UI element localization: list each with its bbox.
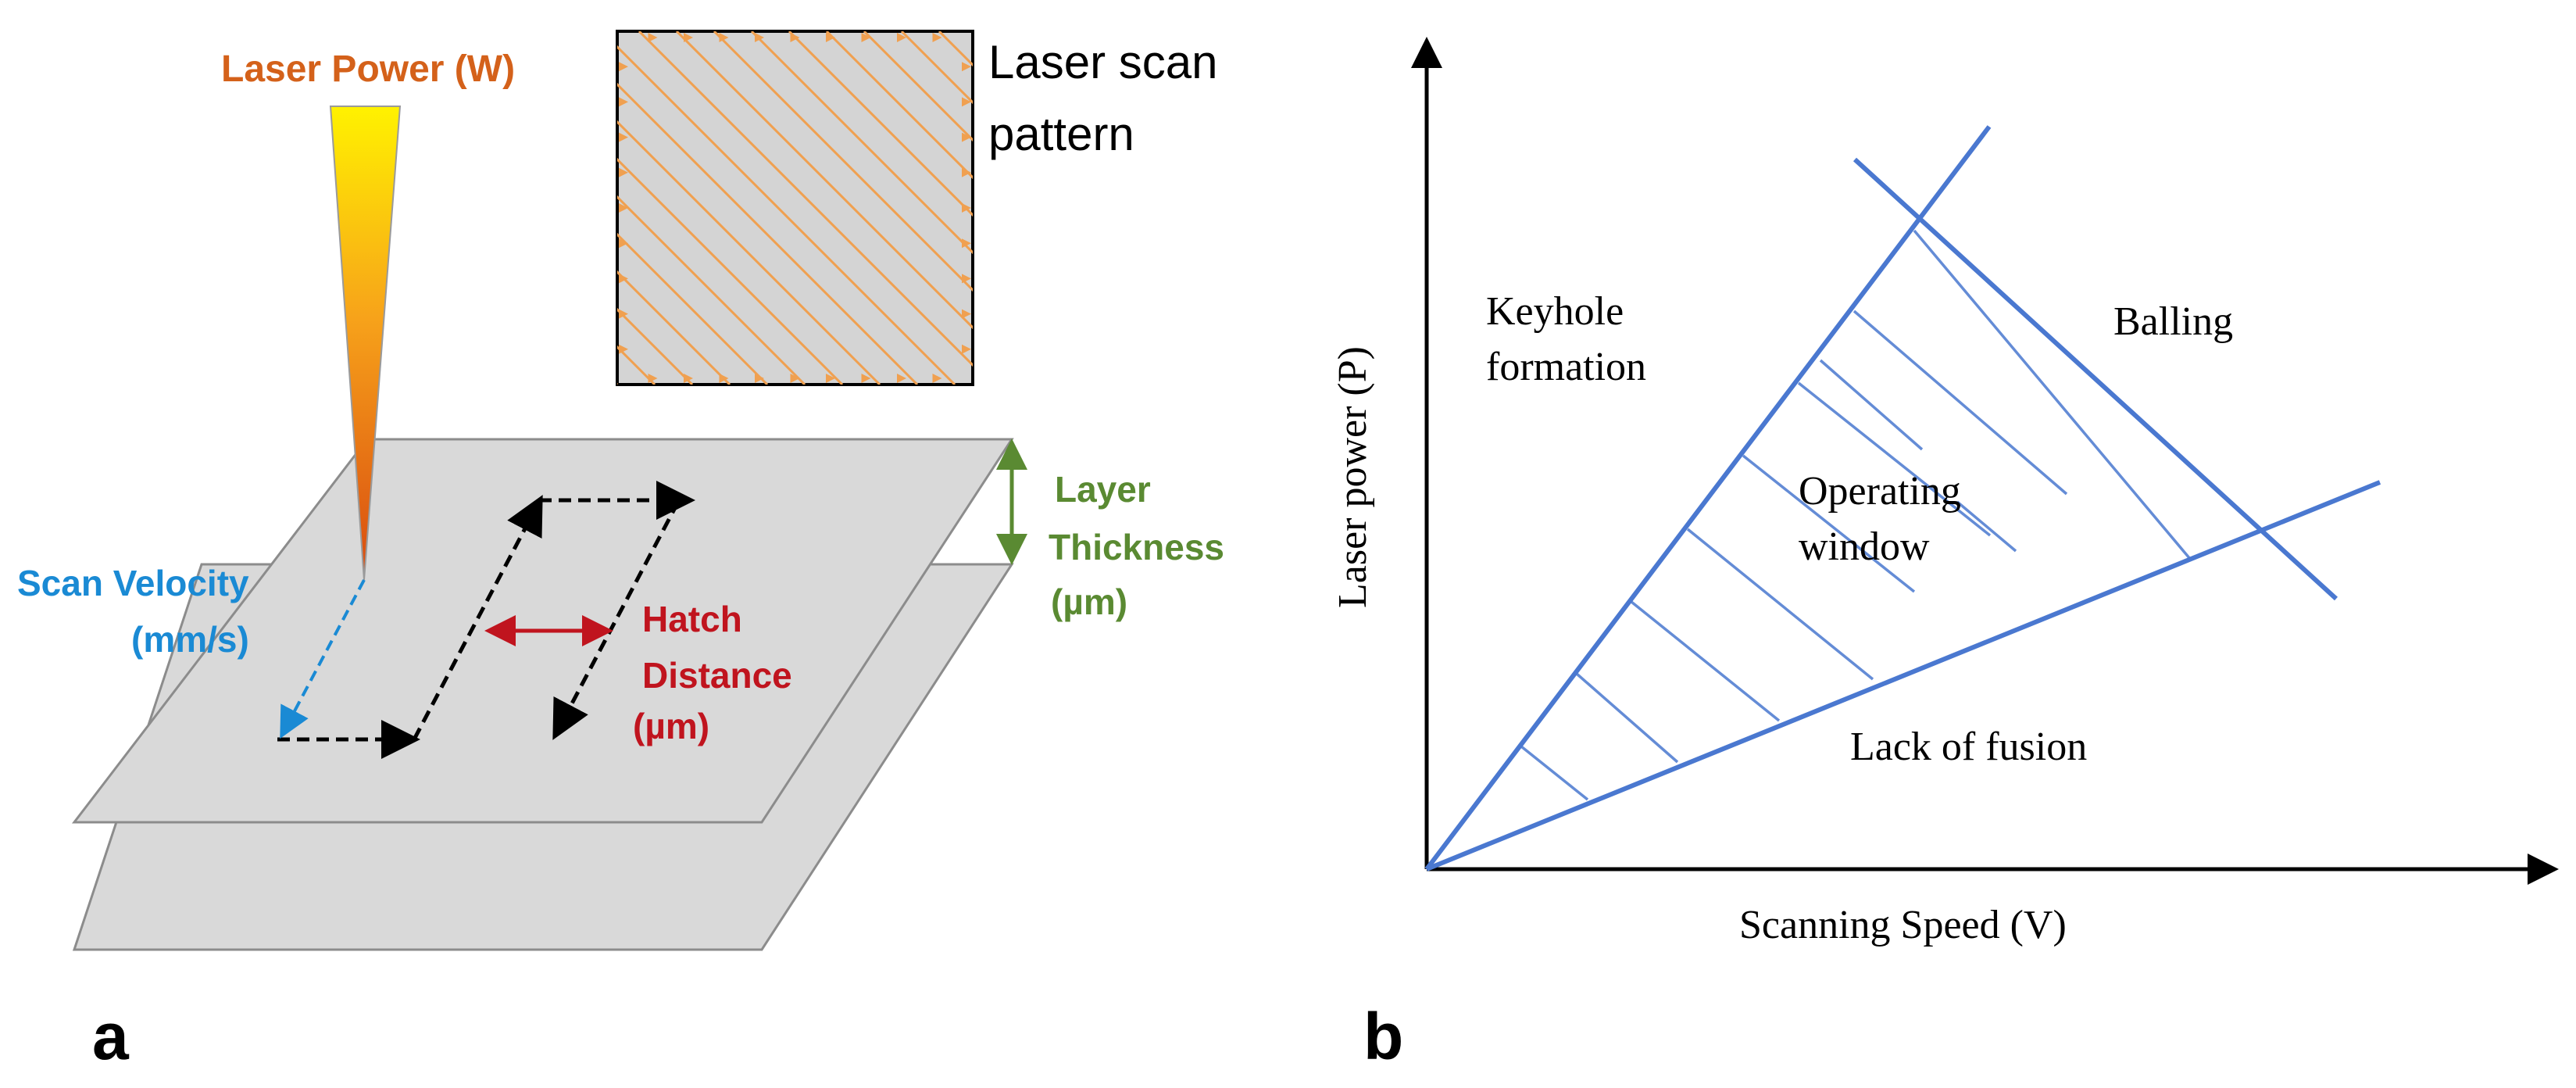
operating-window-hatch-line <box>1520 745 1589 801</box>
scan-pattern-tick <box>648 33 658 42</box>
operating-window-hatch-line <box>1819 359 1924 451</box>
balling-label: Balling <box>2113 299 2233 344</box>
x-axis-label: Scanning Speed (V) <box>1739 903 2067 947</box>
scan-pattern-line <box>675 31 973 330</box>
laser-beam <box>329 106 402 581</box>
balling-boundary <box>1853 157 2338 601</box>
scan-pattern-tick <box>962 62 971 72</box>
scan-pattern-tick <box>962 132 971 142</box>
scan-pattern-line <box>750 31 973 255</box>
scan-pattern-line <box>617 232 769 385</box>
scan-pattern-tick <box>962 238 971 249</box>
panel-a-label: a <box>92 1000 130 1073</box>
operating-window-hatch-line <box>1797 381 1992 537</box>
scan-pattern-tick <box>861 374 871 383</box>
operating-window-hatch-line <box>1956 500 2017 553</box>
scan-pattern-tick <box>684 374 693 383</box>
operating-window-hatch <box>1520 229 2192 801</box>
operating-window-label: Operating window <box>1799 469 1971 569</box>
boundary-lines <box>1424 125 2381 871</box>
scan-pattern-tick <box>962 203 971 213</box>
scan-pattern-tick <box>932 374 942 383</box>
scan-pattern-tick <box>719 33 729 42</box>
scan-pattern-tick <box>755 374 764 383</box>
scan-pattern-tick <box>861 33 871 42</box>
scan-pattern-line <box>617 45 956 385</box>
scan-pattern-line <box>617 307 694 385</box>
scan-pattern-tick <box>619 274 628 284</box>
scan-pattern-tick <box>962 309 971 319</box>
scan-pattern-square <box>616 30 974 386</box>
scan-pattern-line <box>617 82 919 385</box>
scan-pattern-tick <box>826 33 835 42</box>
scan-path <box>277 481 695 759</box>
laser-power-label: Laser Power (W) <box>221 48 515 90</box>
scan-pattern-tick <box>619 309 628 319</box>
scan-pattern-tick <box>755 33 764 42</box>
keyhole-formation-label: Keyhole formation <box>1486 289 1646 389</box>
keyhole-boundary <box>1424 125 1992 871</box>
scan-pattern-line <box>617 120 881 385</box>
scan-pattern-tick <box>932 33 942 42</box>
scan-pattern-tick <box>619 238 628 249</box>
scan-pattern-tick <box>719 374 729 383</box>
scan-pattern-tick <box>790 374 800 383</box>
scan-pattern-line <box>825 31 973 180</box>
scan-pattern-tick <box>684 33 693 42</box>
scan-velocity-arrow <box>280 579 366 739</box>
scan-pattern-tick <box>619 62 628 72</box>
hatch-distance-label: Hatch Distance (µm) <box>633 599 802 746</box>
scan-pattern-tick <box>619 167 628 177</box>
scan-pattern-tick <box>619 344 628 354</box>
scan-pattern-line <box>638 31 973 367</box>
scan-pattern-tick <box>962 167 971 177</box>
scan-pattern-tick <box>619 203 628 213</box>
operating-window-hatch-line <box>1630 600 1781 722</box>
scan-velocity-label: Scan Velocity (mm/s) <box>17 563 259 660</box>
scan-pattern-tick <box>962 97 971 107</box>
panel-b: Keyhole formation Balling Operating wind… <box>1331 37 2559 1073</box>
scan-pattern-tick <box>826 374 835 383</box>
scan-pattern-tick <box>790 33 800 42</box>
operating-window-hatch-line <box>1742 454 1916 593</box>
scan-pattern-tick <box>619 97 628 107</box>
scan-pattern-tick <box>962 274 971 284</box>
scan-pattern-tick <box>897 33 906 42</box>
panel-a: Laser Power (W) Laser scan pattern Scan … <box>17 30 1234 1073</box>
operating-window-hatch-line <box>1853 310 2068 496</box>
operating-window-hatch-line <box>1575 672 1679 764</box>
panel-b-label: b <box>1363 1000 1403 1073</box>
scan-pattern-tick <box>962 344 971 354</box>
operating-window-hatch-line <box>1686 528 1874 681</box>
scan-pattern-line <box>617 270 731 385</box>
scan-pattern-label: Laser scan pattern <box>988 36 1231 160</box>
scan-pattern-line <box>617 157 844 385</box>
scan-pattern-tick <box>897 374 906 383</box>
scan-pattern-line <box>900 31 973 105</box>
scan-pattern-line <box>863 31 973 142</box>
y-axis-label: Laser power (P) <box>1331 346 1375 608</box>
operating-window-hatch-line <box>1913 229 2192 560</box>
scan-pattern-tick <box>619 132 628 142</box>
lack-of-fusion-boundary <box>1425 480 2381 871</box>
layer-thickness-label: Layer Thickness (µm) <box>1049 469 1234 622</box>
scan-pattern-tick <box>648 374 658 383</box>
lack-of-fusion-label: Lack of fusion <box>1850 725 2087 769</box>
scan-pattern-line <box>713 31 973 292</box>
